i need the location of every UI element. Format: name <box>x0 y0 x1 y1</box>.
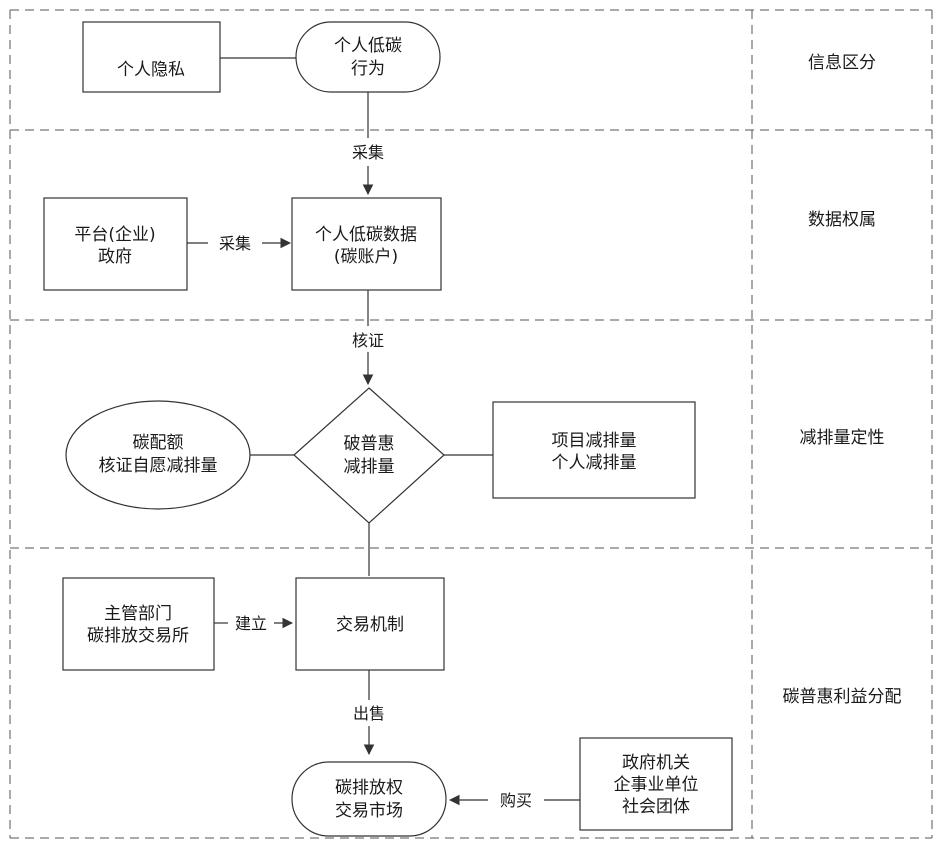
svg-text:破普惠: 破普惠 <box>344 434 395 454</box>
svg-text:行为: 行为 <box>351 59 385 79</box>
node-trading-mechanism: 交易机制 <box>295 577 445 671</box>
svg-text:个人低碳: 个人低碳 <box>334 36 402 56</box>
section-label-info: 信息区分 <box>808 53 876 73</box>
node-authority-exchange: 主管部门 碳排放交易所 <box>62 577 215 671</box>
node-buyers: 政府机关 企事业单位 社会团体 <box>579 737 733 831</box>
node-carbon-data-account: 个人低碳数据 (碳账户) <box>291 197 442 291</box>
svg-text:减排量: 减排量 <box>344 457 395 477</box>
svg-text:个人低碳数据: 个人低碳数据 <box>315 225 417 245</box>
svg-text:个人隐私: 个人隐私 <box>117 60 185 80</box>
svg-text:(碳账户): (碳账户) <box>334 247 398 267</box>
edge-label-collect-down: 采集 <box>352 143 384 162</box>
svg-text:政府: 政府 <box>98 247 132 267</box>
edge-label-establish: 建立 <box>235 614 267 633</box>
section-frames <box>9 9 933 839</box>
svg-text:项目减排量: 项目减排量 <box>552 431 637 451</box>
svg-text:碳排放权: 碳排放权 <box>335 778 403 798</box>
edge-label-collect-right: 采集 <box>219 234 251 253</box>
svg-text:平台(企业): 平台(企业) <box>74 225 155 245</box>
node-low-carbon-behavior: 个人低碳 行为 <box>295 21 441 93</box>
node-carbon-quota-ccer: 碳配额 核证自愿减排量 <box>65 400 251 510</box>
svg-text:政府机关: 政府机关 <box>622 753 690 773</box>
svg-text:碳配额: 碳配额 <box>133 433 184 453</box>
svg-text:碳排放交易所: 碳排放交易所 <box>87 626 189 646</box>
edge-label-buy: 购买 <box>500 791 532 810</box>
svg-text:交易机制: 交易机制 <box>336 615 404 635</box>
connectors <box>187 57 580 806</box>
edge-label-sell: 出售 <box>353 704 385 723</box>
section-label-reduction-nature: 减排量定性 <box>800 428 885 448</box>
node-personal-privacy: 个人隐私 <box>82 21 221 93</box>
section-label-benefit-distribution: 碳普惠利益分配 <box>783 687 902 707</box>
svg-text:核证自愿减排量: 核证自愿减排量 <box>99 456 218 476</box>
node-platform-government: 平台(企业) 政府 <box>43 197 188 291</box>
section-label-data-ownership: 数据权属 <box>808 210 876 230</box>
node-puhui-reduction-diamond: 破普惠 减排量 <box>293 387 445 524</box>
svg-text:社会团体: 社会团体 <box>622 797 690 817</box>
svg-text:企事业单位: 企事业单位 <box>614 775 699 795</box>
svg-text:主管部门: 主管部门 <box>104 604 172 624</box>
node-carbon-market: 碳排放权 交易市场 <box>291 761 447 837</box>
node-project-personal-reduction: 项目减排量 个人减排量 <box>492 401 696 499</box>
svg-text:个人减排量: 个人减排量 <box>552 453 637 473</box>
svg-text:交易市场: 交易市场 <box>335 801 403 821</box>
edge-label-verify: 核证 <box>352 331 384 350</box>
